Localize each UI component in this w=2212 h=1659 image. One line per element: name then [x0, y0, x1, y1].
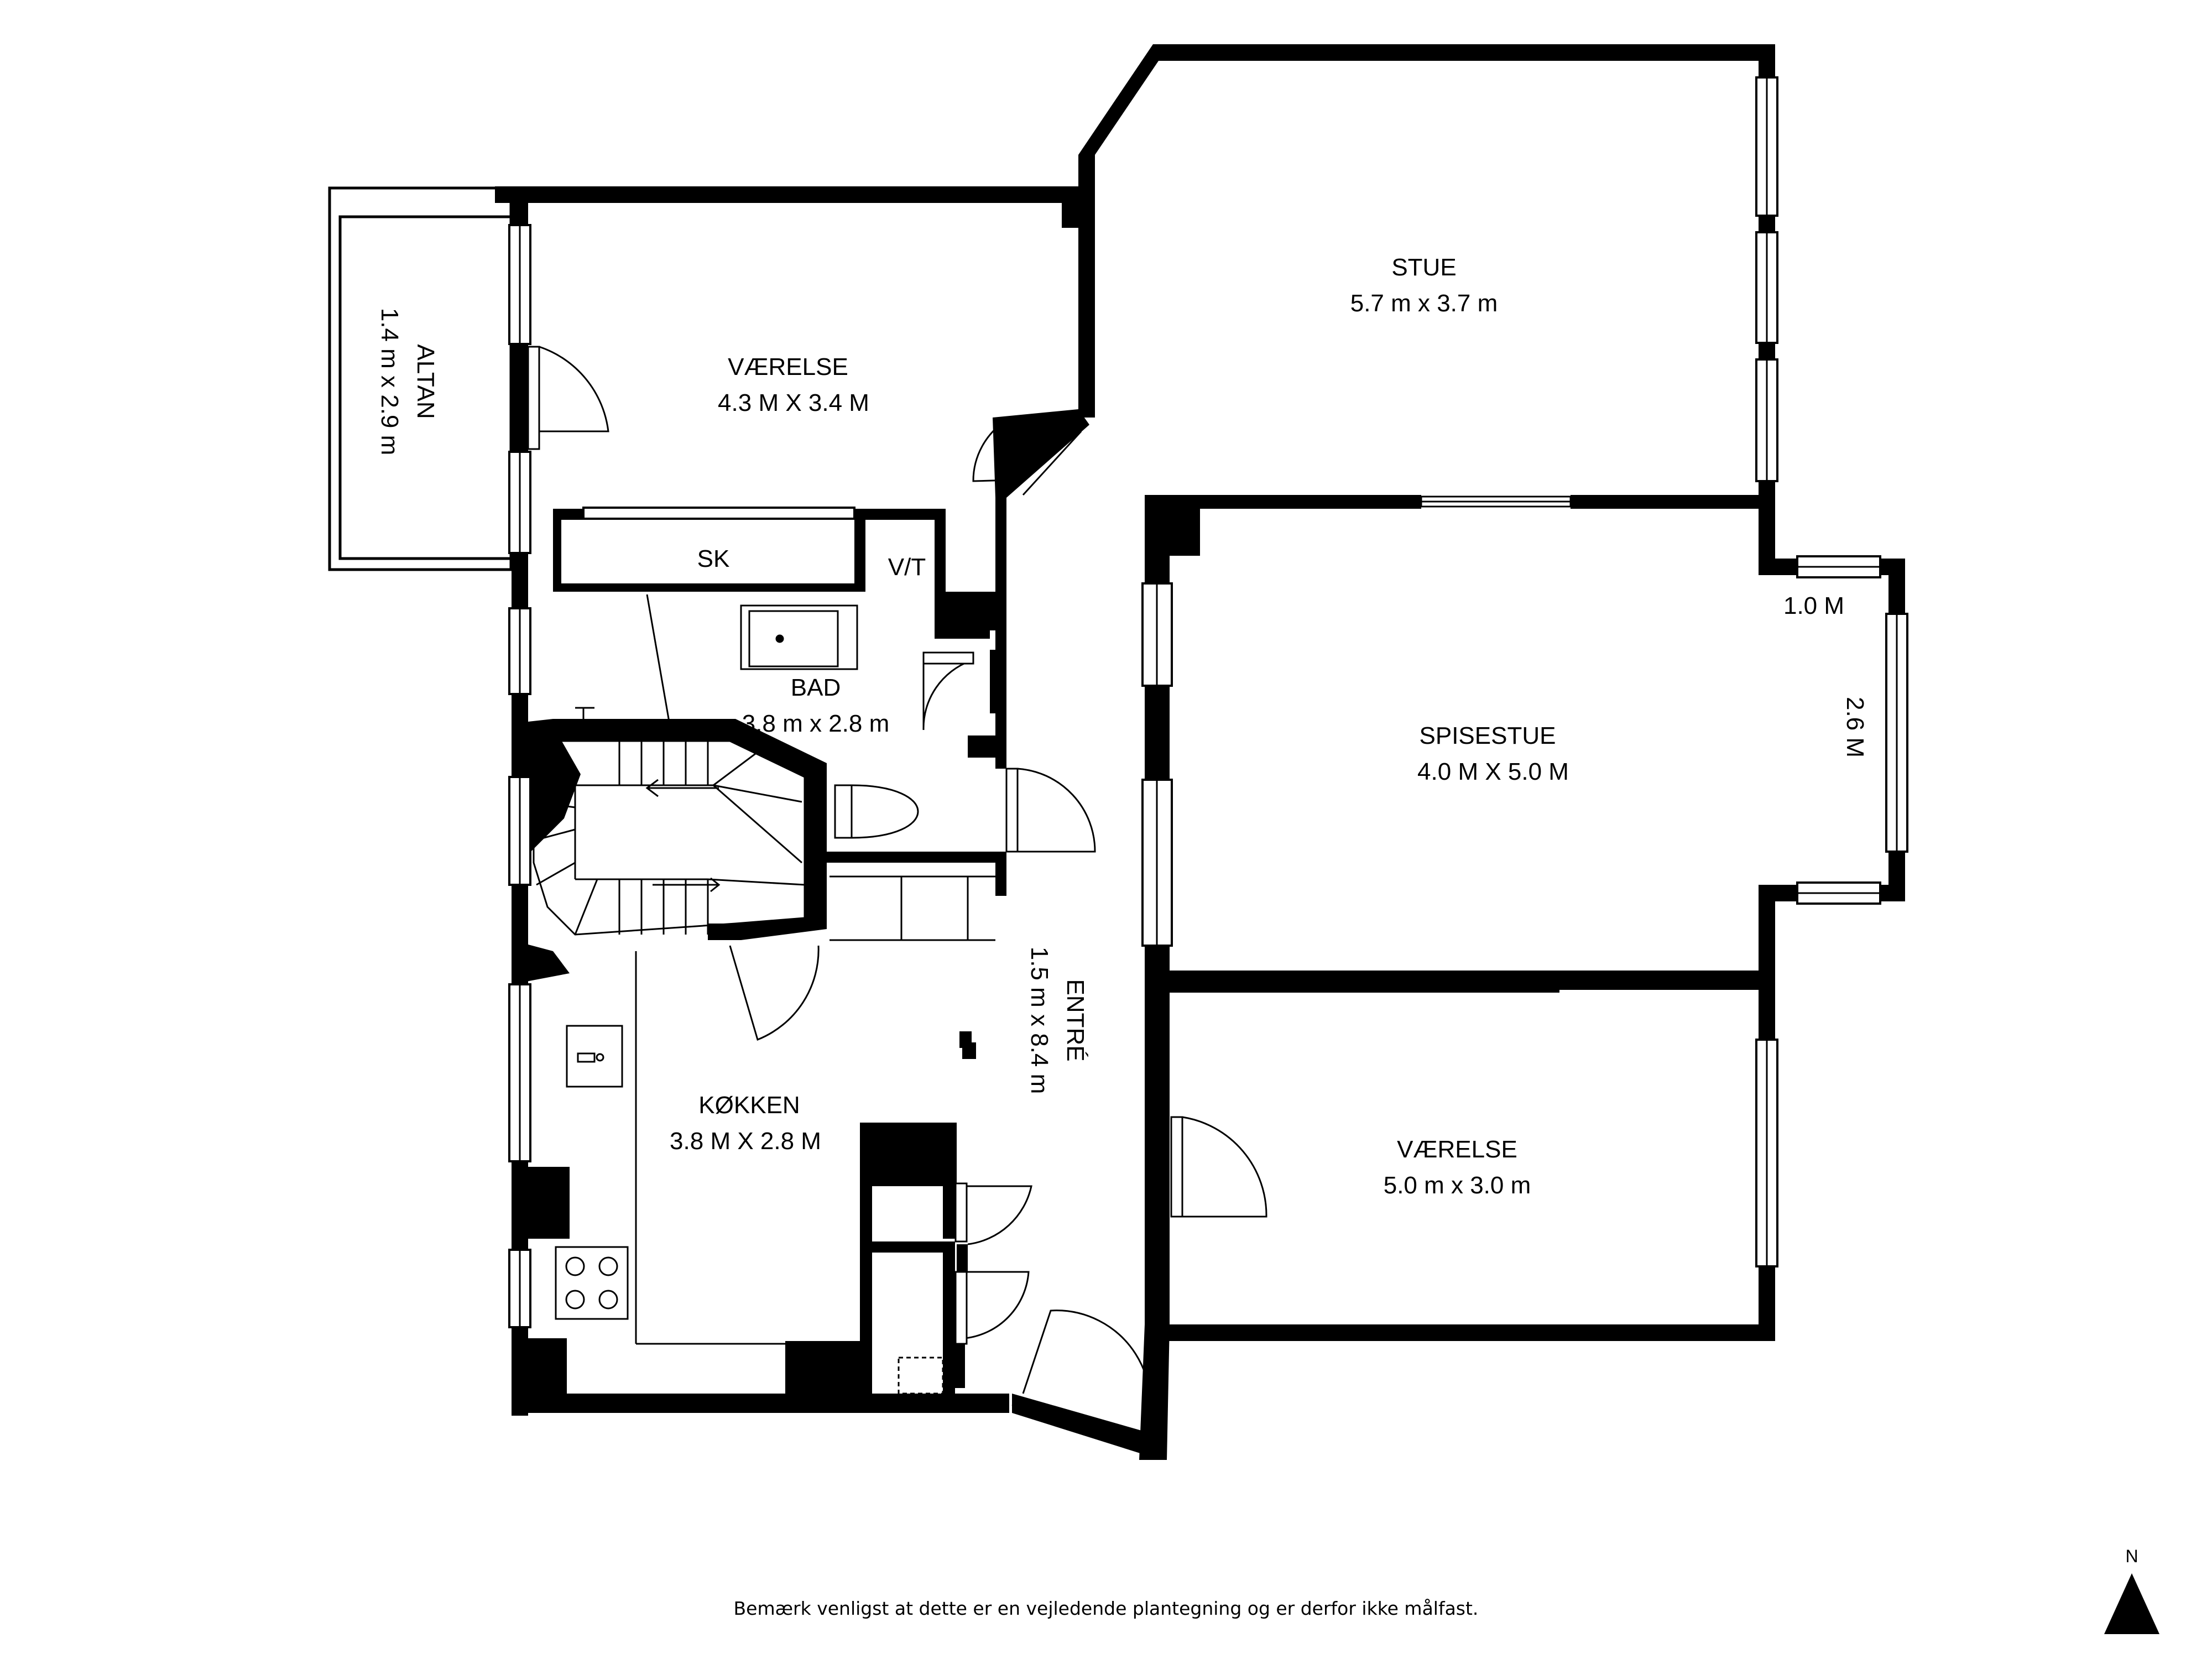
svg-text:5.0 m x 3.0 m: 5.0 m x 3.0 m	[1384, 1172, 1531, 1199]
room-label-spisestue: SPISESTUE 4.0 M X 5.0 M	[1417, 722, 1569, 785]
room-label-vaerelse-nw: VÆRELSE 4.3 M X 3.4 M	[718, 353, 869, 416]
bay-width-label: 1.0 M	[1783, 592, 1844, 619]
walls	[495, 44, 1905, 1460]
room-label-vaerelse-se: VÆRELSE 5.0 m x 3.0 m	[1384, 1136, 1531, 1199]
room-label-altan: ALTAN 1.4 m x 2.9 m	[376, 308, 439, 456]
room-label-stue: STUE 5.7 m x 3.7 m	[1350, 254, 1498, 317]
room-label-bad: BAD 3.8 m x 2.8 m	[742, 674, 890, 737]
svg-text:5.7 m x 3.7 m: 5.7 m x 3.7 m	[1350, 290, 1498, 317]
sliding-door	[1420, 495, 1572, 508]
room-label-vt: V/T	[888, 554, 926, 581]
svg-text:4.0 M X 5.0 M: 4.0 M X 5.0 M	[1417, 758, 1569, 785]
svg-text:3.8 M X 2.8 M: 3.8 M X 2.8 M	[670, 1128, 821, 1155]
svg-text:2.6 M: 2.6 M	[1841, 697, 1869, 758]
svg-text:VÆRELSE: VÆRELSE	[1397, 1136, 1517, 1163]
svg-text:STUE: STUE	[1391, 254, 1456, 281]
svg-text:3.8 m x 2.8 m: 3.8 m x 2.8 m	[742, 710, 890, 737]
bathroom-fixtures	[575, 594, 995, 941]
svg-text:SPISESTUE: SPISESTUE	[1420, 722, 1556, 749]
window-mullions	[519, 77, 1898, 1327]
svg-text:4.3 M X 3.4 M: 4.3 M X 3.4 M	[718, 389, 869, 416]
svg-text:ALTAN: ALTAN	[412, 344, 439, 419]
compass: N	[2104, 1546, 2159, 1634]
svg-text:VÆRELSE: VÆRELSE	[728, 353, 848, 380]
svg-text:1.4 m x 2.9 m: 1.4 m x 2.9 m	[376, 308, 403, 456]
kitchen-fixtures	[555, 951, 944, 1395]
column	[962, 1042, 976, 1059]
svg-text:ENTRÉ: ENTRÉ	[1062, 979, 1089, 1061]
room-label-sk: SK	[697, 545, 730, 572]
svg-text:BAD: BAD	[791, 674, 841, 701]
svg-text:KØKKEN: KØKKEN	[698, 1092, 800, 1119]
svg-text:N: N	[2125, 1546, 2138, 1566]
disclaimer-text: Bemærk venligst at dette er en vejledend…	[734, 1598, 1479, 1619]
svg-text:1.5 m x 8.4 m: 1.5 m x 8.4 m	[1026, 947, 1053, 1094]
room-label-koekken: KØKKEN 3.8 M X 2.8 M	[670, 1092, 821, 1155]
room-label-entre: ENTRÉ 1.5 m x 8.4 m	[1026, 947, 1089, 1094]
bay-depth-label: 2.6 M	[1841, 697, 1869, 758]
staircase	[533, 740, 806, 936]
north-arrow-icon	[2104, 1573, 2159, 1634]
doors	[527, 346, 1267, 1449]
